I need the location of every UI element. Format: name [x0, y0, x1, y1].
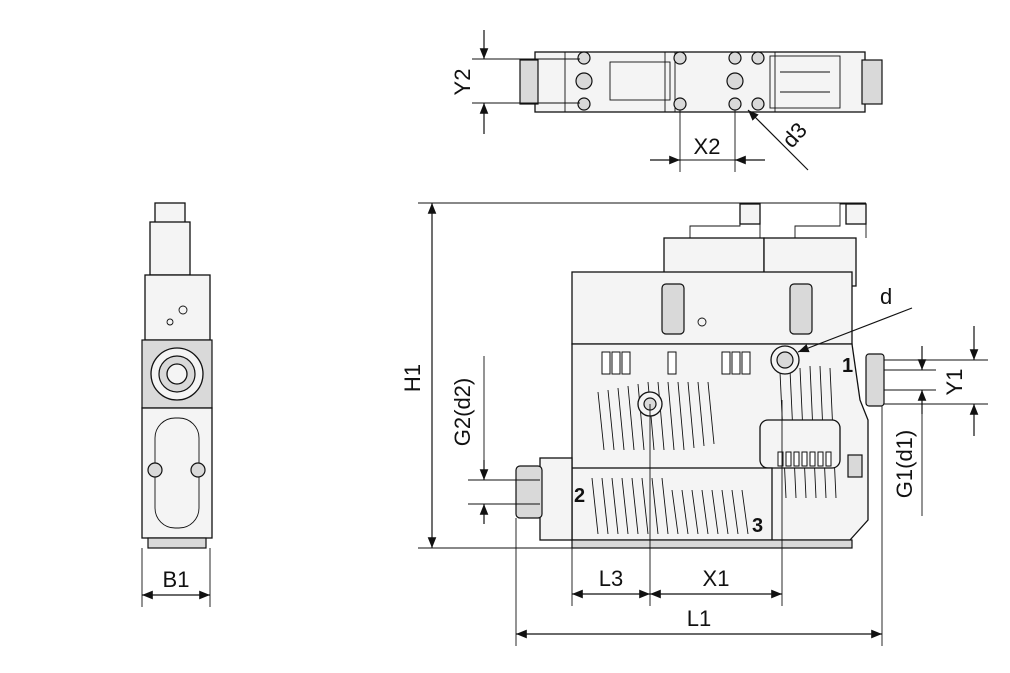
g1-label: G1(d1) — [892, 430, 917, 498]
side-view: B1 — [141, 202, 213, 607]
l1-label: L1 — [687, 606, 711, 631]
y2-label: Y2 — [450, 69, 475, 96]
front-view-dimensions: H1 G2(d2) d Y1 G1(d1) L3 X1 — [400, 202, 988, 646]
vent-slots-lower — [591, 477, 749, 535]
port-3-label: 3 — [752, 515, 763, 537]
x1-label: X1 — [703, 566, 730, 591]
h1-label: H1 — [400, 364, 425, 392]
top-view: Y2 X2 d3 — [450, 30, 883, 172]
g2-label: G2(d2) — [450, 378, 475, 446]
port-1-label: 1 — [842, 355, 853, 377]
front-view: 1 2 3 — [515, 203, 885, 549]
b1-label: B1 — [163, 567, 190, 592]
l3-label: L3 — [599, 566, 623, 591]
d-label: d — [880, 284, 892, 309]
top-view-bolt-holes — [575, 51, 765, 111]
port-2-label: 2 — [574, 485, 585, 507]
x2-label: X2 — [694, 134, 721, 159]
vent-slots-upper — [601, 351, 751, 375]
d3-label: d3 — [777, 118, 812, 153]
y1-label: Y1 — [942, 369, 967, 396]
vent-slots-inset — [777, 451, 832, 467]
